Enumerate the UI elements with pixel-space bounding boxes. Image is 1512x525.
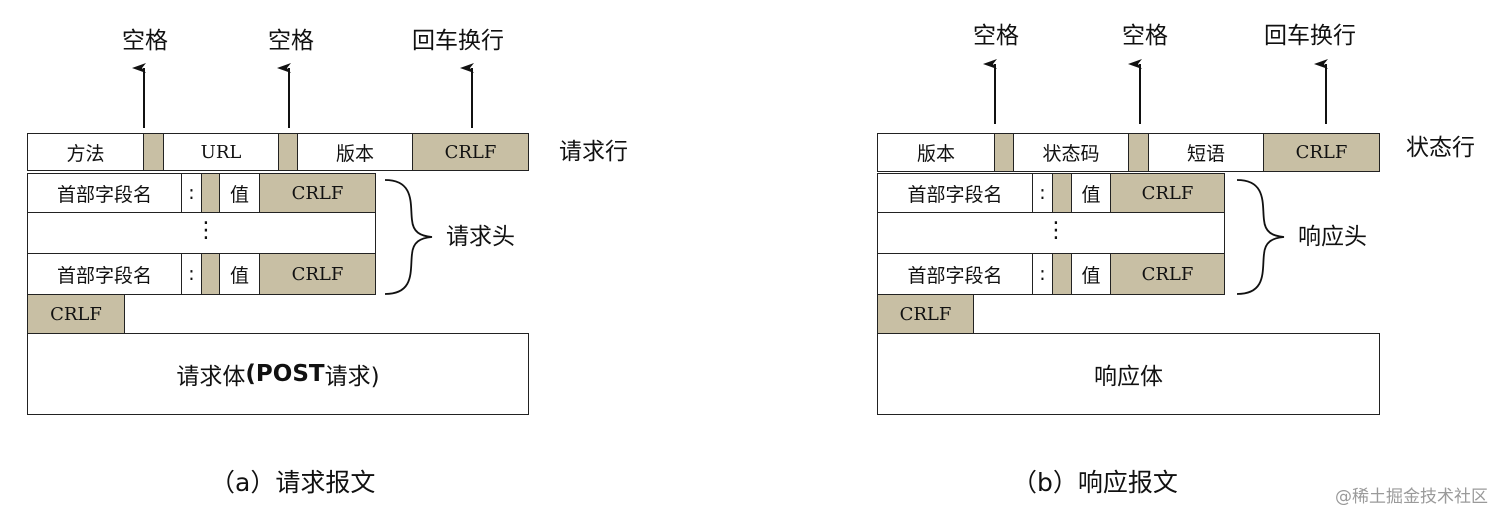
- response-body: 响应体: [877, 333, 1380, 415]
- request-body-post: (POST: [245, 361, 325, 387]
- request-space-label-1: 空格: [122, 28, 168, 54]
- request-line-crlf-cell: CRLF: [412, 133, 529, 171]
- request-method-cell: 方法: [27, 133, 144, 171]
- response-headers-brace: [1236, 179, 1285, 295]
- response-caption: （b）响应报文: [1012, 468, 1178, 497]
- request-header-crlf-cell: CRLF: [259, 173, 376, 213]
- response-header-space-cell: [1052, 253, 1072, 295]
- request-blank-crlf-cell: CRLF: [27, 294, 125, 334]
- response-crlf-label: 回车换行: [1264, 23, 1356, 49]
- request-header-name-cell: 首部字段名: [27, 253, 182, 295]
- request-header-name-cell: 首部字段名: [27, 173, 182, 213]
- request-ellipsis: ⋮: [195, 218, 217, 243]
- request-body-text: 请求体: [176, 364, 246, 390]
- response-header-crlf-cell: CRLF: [1110, 173, 1225, 213]
- request-header-value-cell: 值: [219, 253, 260, 295]
- request-caption: （a）请求报文: [210, 468, 376, 497]
- response-space-cell-1: [994, 133, 1014, 172]
- response-line-label: 状态行: [1406, 135, 1475, 161]
- response-ellipsis: ⋮: [1045, 218, 1067, 243]
- response-header-value-cell: 值: [1071, 253, 1111, 295]
- request-header-colon-cell: :: [181, 173, 202, 213]
- request-crlf-label: 回车换行: [412, 28, 504, 54]
- request-headers-brace: [384, 179, 433, 295]
- request-header-value-cell: 值: [219, 173, 260, 213]
- request-url-cell: URL: [163, 133, 279, 171]
- response-space-cell-2: [1128, 133, 1149, 172]
- response-header-name-cell: 首部字段名: [877, 253, 1033, 295]
- response-headers-label: 响应头: [1298, 224, 1367, 250]
- response-header-colon-cell: :: [1032, 253, 1053, 295]
- watermark: @稀土掘金技术社区: [1335, 487, 1488, 507]
- response-header-space-cell: [1052, 173, 1072, 213]
- request-header-space-cell: [201, 253, 220, 295]
- request-space-cell-2: [278, 133, 298, 171]
- request-header-colon-cell: :: [181, 253, 202, 295]
- response-version-cell: 版本: [877, 133, 995, 172]
- response-phrase-cell: 短语: [1148, 133, 1264, 172]
- request-version-cell: 版本: [297, 133, 413, 171]
- response-header-crlf-cell: CRLF: [1110, 253, 1225, 295]
- response-space-label-1: 空格: [973, 23, 1019, 49]
- response-blank-crlf-cell: CRLF: [877, 294, 974, 334]
- response-line-crlf-cell: CRLF: [1263, 133, 1380, 172]
- response-header-name-cell: 首部字段名: [877, 173, 1033, 213]
- request-headers-label: 请求头: [446, 224, 515, 250]
- request-space-label-2: 空格: [268, 28, 314, 54]
- response-header-colon-cell: :: [1032, 173, 1053, 213]
- request-body-tail: 请求): [324, 364, 380, 390]
- request-space-cell-1: [143, 133, 164, 171]
- request-header-space-cell: [201, 173, 220, 213]
- response-header-value-cell: 值: [1071, 173, 1111, 213]
- request-line-label: 请求行: [559, 139, 628, 165]
- response-body-text: 响应体: [1094, 364, 1163, 390]
- request-header-crlf-cell: CRLF: [259, 253, 376, 295]
- response-status-code-cell: 状态码: [1013, 133, 1129, 172]
- response-space-label-2: 空格: [1122, 23, 1168, 49]
